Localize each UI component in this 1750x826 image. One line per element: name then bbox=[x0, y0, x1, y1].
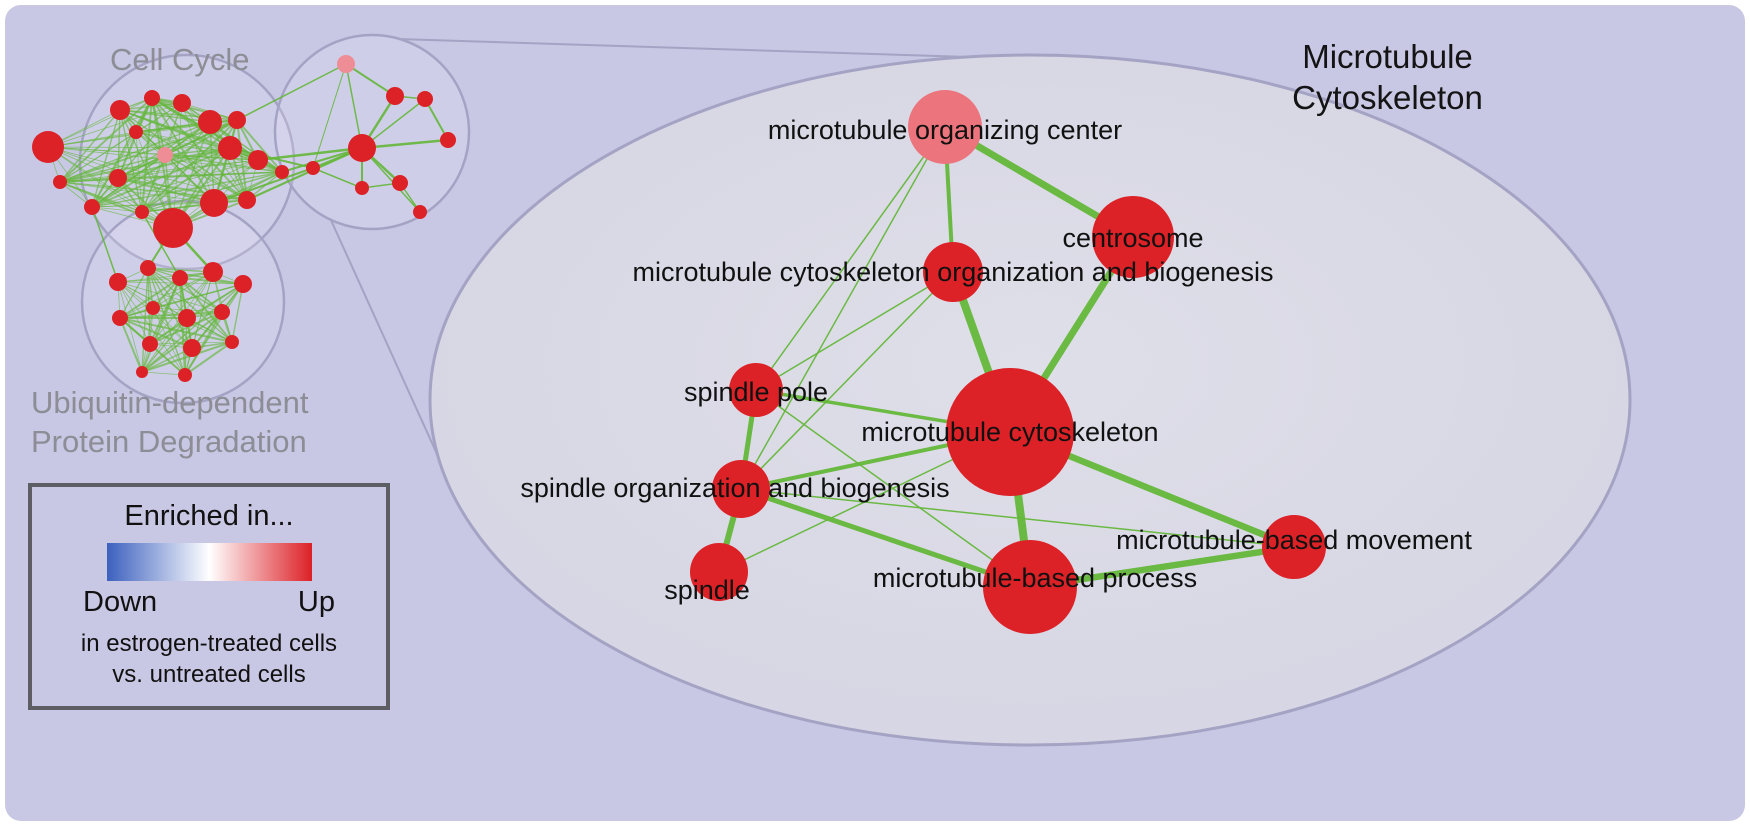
network-edge bbox=[740, 271, 954, 490]
network-node bbox=[690, 543, 748, 601]
cluster-label-ubiquitin: Ubiquitin-dependent Protein Degradation bbox=[31, 383, 309, 461]
network-node-label: spindle organization and biogenesis bbox=[520, 473, 949, 503]
legend-subtitle-1: in estrogen-treated cells bbox=[80, 630, 338, 657]
mini-node bbox=[355, 181, 369, 195]
mini-node bbox=[203, 262, 223, 282]
network-edge bbox=[755, 271, 954, 391]
network-node bbox=[1262, 515, 1326, 579]
network-nodes bbox=[690, 90, 1326, 634]
mini-node bbox=[248, 150, 268, 170]
ubiquitin-line-2: Protein Degradation bbox=[31, 424, 307, 459]
mini-node bbox=[136, 366, 148, 378]
mini-node bbox=[183, 339, 201, 357]
mini-node bbox=[142, 336, 158, 352]
network-node bbox=[908, 90, 982, 164]
mini-node bbox=[200, 189, 228, 217]
network-node bbox=[1092, 196, 1174, 278]
title-line-2: Cytoskeleton bbox=[1292, 79, 1483, 116]
network-labels: microtubule organizing center centrosome m… bbox=[520, 115, 1472, 605]
mini-node bbox=[140, 260, 156, 276]
mini-node bbox=[392, 175, 408, 191]
network-node-label: centrosome bbox=[1062, 223, 1203, 253]
mini-node bbox=[198, 110, 222, 134]
legend-title: Enriched in... bbox=[124, 500, 294, 532]
network-node-label: spindle bbox=[664, 575, 750, 605]
mini-node bbox=[178, 309, 196, 327]
mini-node bbox=[386, 87, 404, 105]
network-node-label: microtubule organizing center bbox=[768, 115, 1122, 145]
mini-node bbox=[218, 136, 242, 160]
legend-ends: Down Up bbox=[83, 586, 335, 619]
legend-down-label: Down bbox=[83, 586, 158, 618]
mini-node bbox=[112, 310, 128, 326]
mini-node bbox=[109, 169, 127, 187]
mini-node bbox=[84, 199, 100, 215]
cluster-label-microtubule-cytoskeleton: Microtubule Cytoskeleton bbox=[1245, 36, 1530, 118]
mini-node bbox=[53, 175, 67, 189]
mini-node bbox=[228, 111, 246, 129]
mini-node bbox=[306, 161, 320, 175]
network-node-label: microtubule cytoskeleton organization an… bbox=[633, 257, 1274, 287]
legend-up-label: Up bbox=[297, 586, 335, 618]
network-node bbox=[729, 363, 783, 417]
zoom-callout-line bbox=[397, 38, 1001, 59]
network-node-label: microtubule cytoskeleton bbox=[861, 417, 1158, 447]
mini-node bbox=[110, 100, 130, 120]
mini-node bbox=[417, 91, 433, 107]
mini-node bbox=[238, 191, 256, 209]
mini-node bbox=[32, 131, 64, 163]
network-node bbox=[712, 460, 770, 518]
mini-node bbox=[173, 94, 191, 112]
mini-map-nodes bbox=[32, 55, 456, 382]
legend: Enriched in... Down Up in estrogen-treat… bbox=[28, 483, 390, 710]
mini-node bbox=[413, 205, 427, 219]
cluster-label-cell-cycle: Cell Cycle bbox=[110, 42, 250, 77]
mini-node bbox=[337, 55, 355, 73]
mini-node bbox=[178, 368, 192, 382]
network-edge bbox=[740, 488, 1295, 548]
mini-node bbox=[440, 132, 456, 148]
legend-gradient-bar bbox=[106, 543, 312, 581]
mini-node bbox=[144, 90, 160, 106]
mini-node bbox=[109, 273, 127, 291]
network-edge bbox=[738, 486, 1033, 590]
mini-node bbox=[135, 205, 149, 219]
title-line-1: Microtubule bbox=[1302, 38, 1473, 75]
network-node bbox=[946, 368, 1074, 496]
mini-node bbox=[348, 134, 376, 162]
network-node-label: microtubule-based movement bbox=[1116, 525, 1472, 555]
mini-node bbox=[225, 335, 239, 349]
legend-subtitle-2: vs. untreated cells bbox=[112, 661, 306, 688]
network-edge bbox=[755, 126, 946, 391]
mini-node bbox=[153, 208, 193, 248]
mini-node bbox=[234, 275, 252, 293]
network-edge bbox=[740, 126, 946, 490]
mini-node bbox=[275, 165, 289, 179]
ubiquitin-line-1: Ubiquitin-dependent bbox=[31, 385, 309, 420]
network-node-label: spindle pole bbox=[684, 377, 828, 407]
mini-node bbox=[157, 147, 173, 163]
network-node bbox=[923, 242, 983, 302]
mini-node bbox=[146, 301, 160, 315]
network-node-label: microtubule-based process bbox=[873, 563, 1197, 593]
mini-node bbox=[129, 125, 143, 139]
mini-node bbox=[172, 270, 188, 286]
mini-node bbox=[214, 304, 230, 320]
network-node bbox=[983, 540, 1077, 634]
